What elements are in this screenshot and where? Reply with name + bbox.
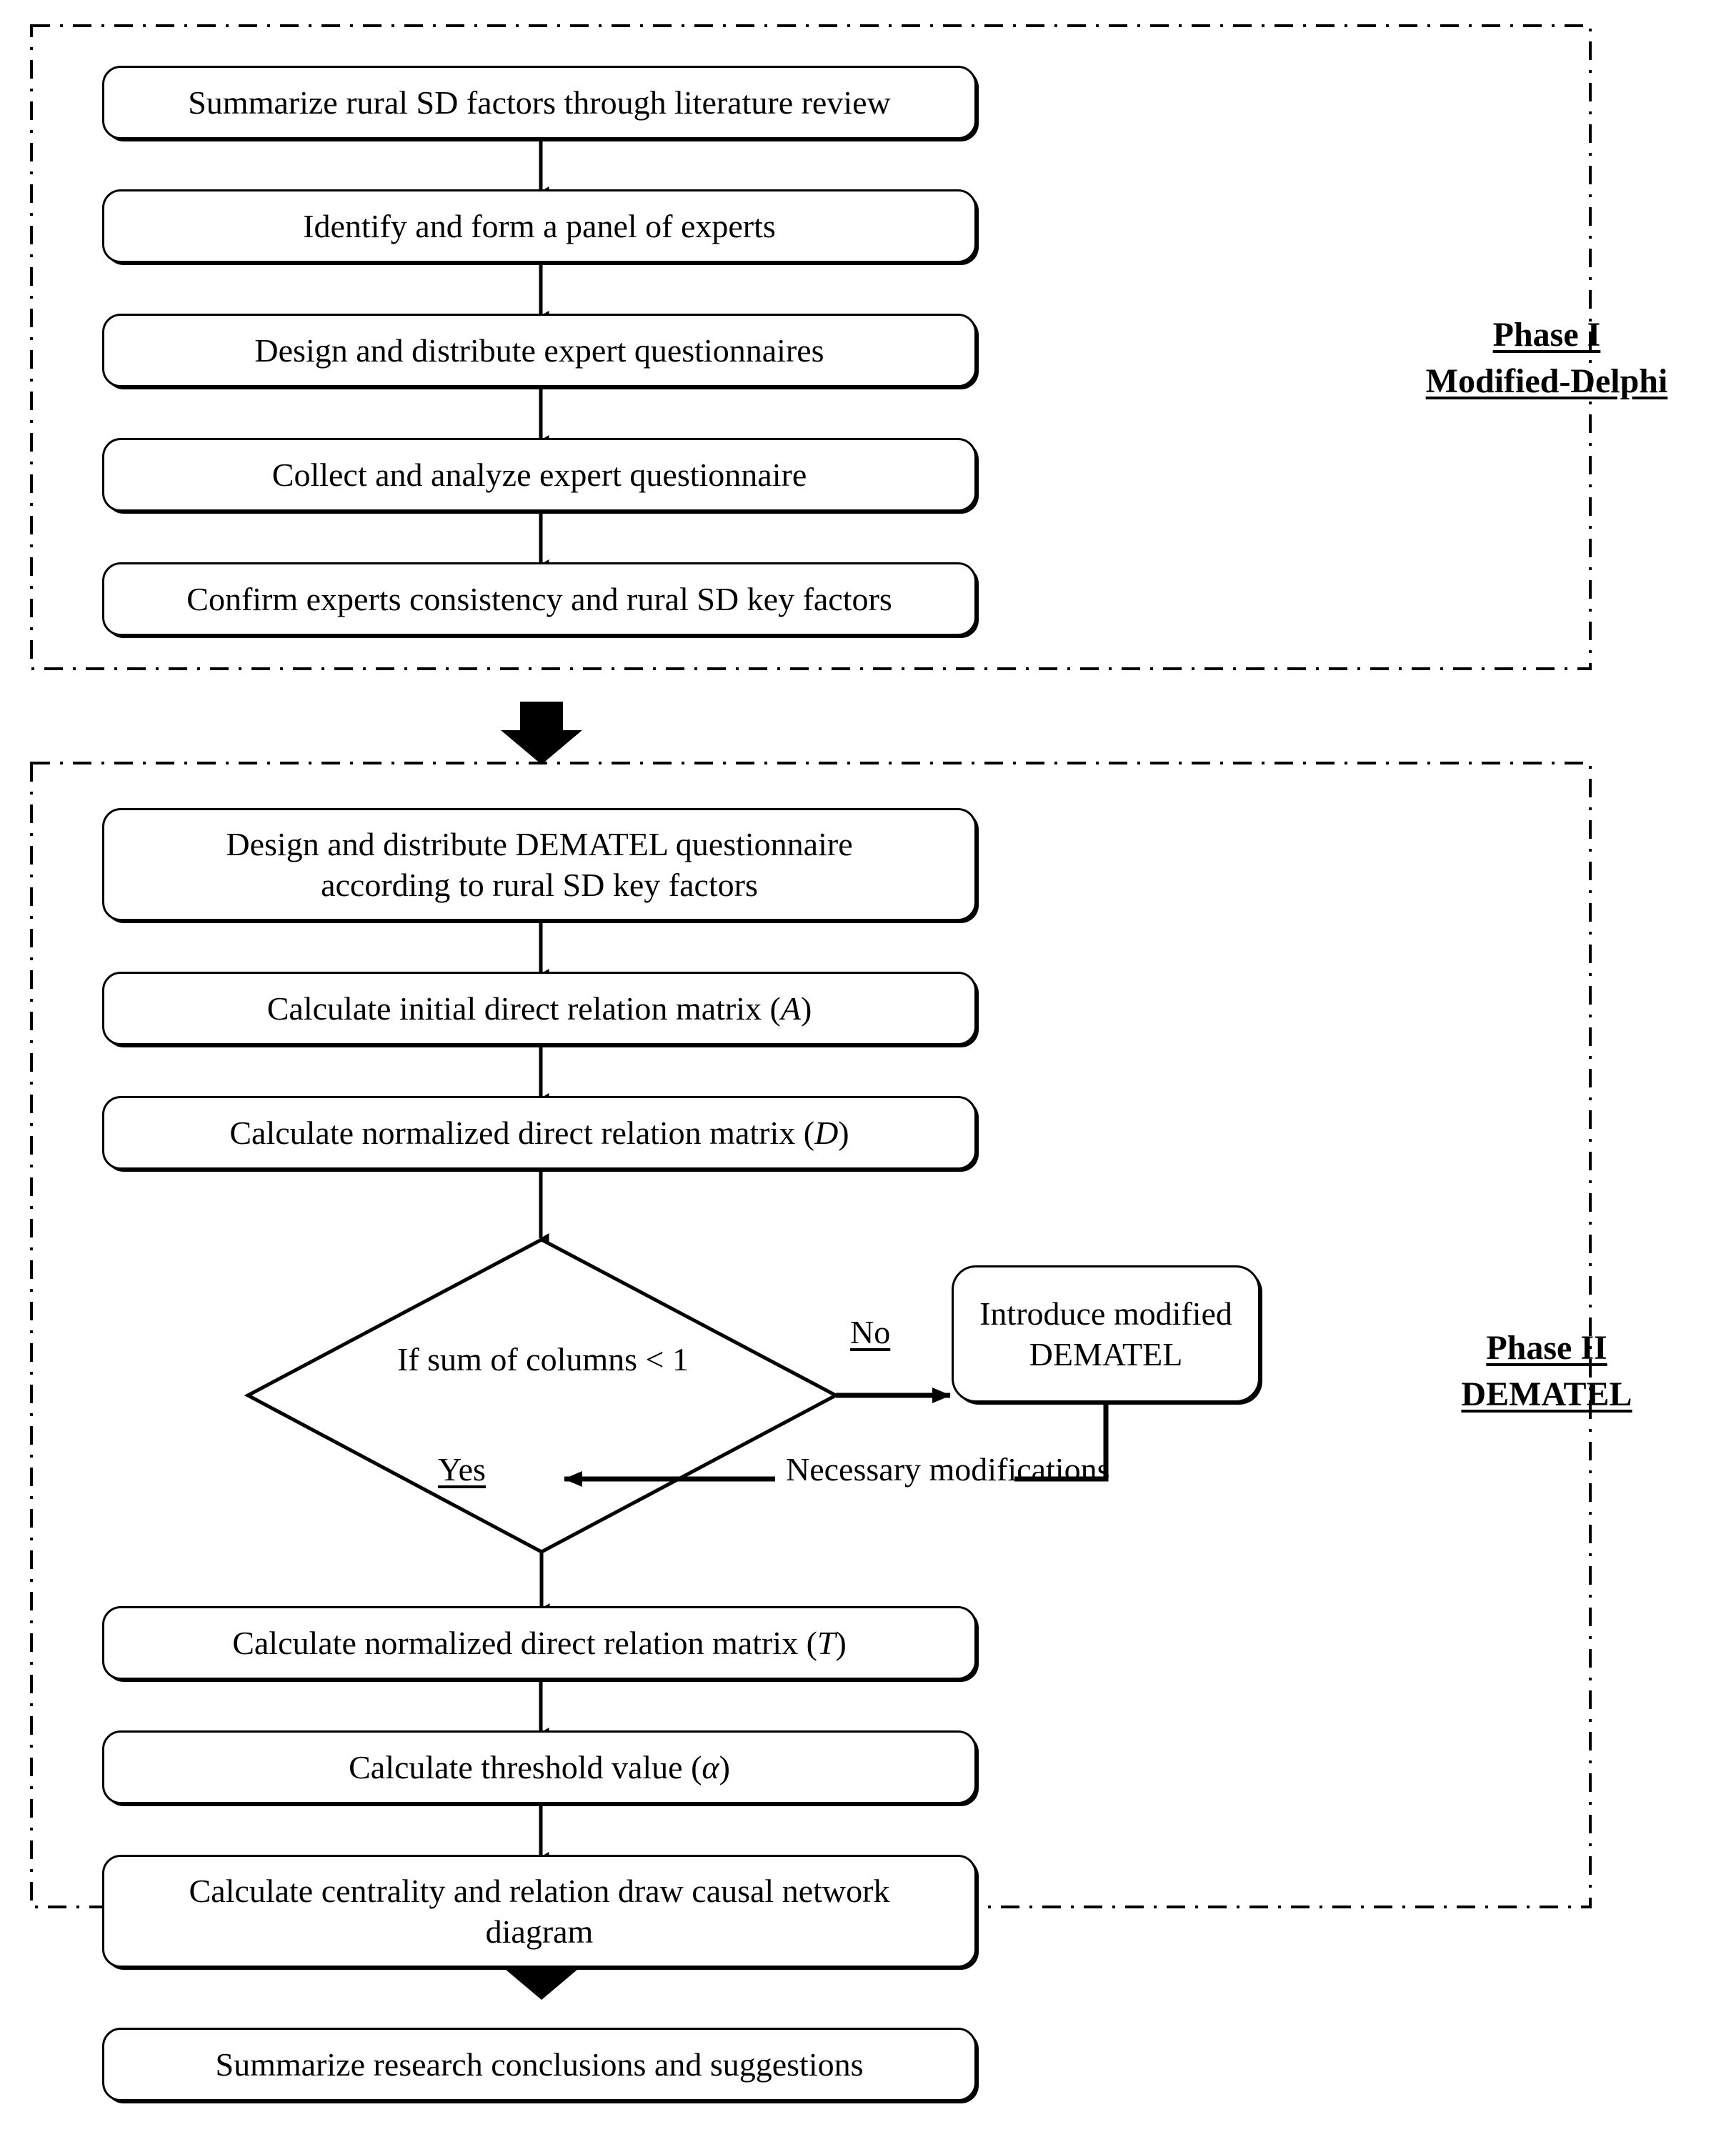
phase-2-label-line1: Phase II bbox=[1486, 1329, 1607, 1367]
node-label: Calculate normalized direct relation mat… bbox=[229, 1112, 849, 1153]
node-label: Design and distribute DEMATEL questionna… bbox=[226, 825, 853, 903]
node-calculate-threshold-value[interactable]: Calculate threshold value (α) bbox=[102, 1730, 977, 1804]
node-label-prefix: Calculate initial direct relation matrix… bbox=[266, 990, 781, 1027]
edge-label-necessary-modifications: Necessary modifications bbox=[786, 1451, 1110, 1488]
phase-2-label-line2: DEMATEL bbox=[1461, 1375, 1632, 1413]
node-summarize-rural-sd-factors[interactable]: Summarize rural SD factors through liter… bbox=[102, 66, 977, 139]
node-label-prefix: Calculate normalized direct relation mat… bbox=[229, 1114, 815, 1151]
node-label-suffix: ) bbox=[835, 1624, 847, 1661]
node-collect-analyze-expert-questionnaire[interactable]: Collect and analyze expert questionnaire bbox=[102, 438, 977, 512]
node-label-prefix: Calculate threshold value ( bbox=[349, 1748, 702, 1785]
node-label: Confirm experts consistency and rural SD… bbox=[186, 580, 892, 617]
node-label: Calculate initial direct relation matrix… bbox=[267, 988, 812, 1029]
node-summarize-research-conclusions[interactable]: Summarize research conclusions and sugge… bbox=[102, 2028, 977, 2101]
node-label-suffix: ) bbox=[838, 1114, 849, 1151]
matrix-symbol: D bbox=[814, 1114, 839, 1151]
node-calculate-centrality-relation[interactable]: Calculate centrality and relation draw c… bbox=[102, 1855, 977, 1968]
node-design-distribute-dematel-questionnaire[interactable]: Design and distribute DEMATEL questionna… bbox=[102, 808, 977, 921]
node-label: Identify and form a panel of experts bbox=[303, 207, 776, 244]
edge-label-no: No bbox=[850, 1314, 891, 1350]
node-label: Calculate threshold value (α) bbox=[349, 1747, 730, 1788]
node-label: Design and distribute expert questionnai… bbox=[254, 332, 824, 369]
phase-1-container bbox=[30, 24, 1592, 670]
phase-1-label: Phase I Modified-Delphi bbox=[1357, 312, 1736, 405]
threshold-symbol: α bbox=[702, 1748, 719, 1785]
decision-diamond bbox=[244, 1237, 840, 1554]
phase-1-label-line1: Phase I bbox=[1492, 316, 1601, 354]
node-confirm-experts-consistency[interactable]: Confirm experts consistency and rural SD… bbox=[102, 562, 977, 636]
node-label-suffix: ) bbox=[800, 990, 812, 1027]
edge-label-yes: Yes bbox=[438, 1451, 486, 1488]
matrix-symbol: A bbox=[780, 990, 801, 1027]
phase-1-label-line2: Modified-Delphi bbox=[1425, 362, 1668, 400]
node-label: Calculate normalized direct relation mat… bbox=[232, 1623, 847, 1663]
node-label: Collect and analyze expert questionnaire bbox=[271, 456, 807, 493]
node-label: Summarize research conclusions and sugge… bbox=[215, 2046, 864, 2083]
node-introduce-modified-dematel[interactable]: Introduce modified DEMATEL bbox=[952, 1265, 1260, 1403]
node-calculate-normalized-direct-relation-matrix-t[interactable]: Calculate normalized direct relation mat… bbox=[102, 1606, 977, 1680]
node-design-distribute-expert-questionnaires[interactable]: Design and distribute expert questionnai… bbox=[102, 314, 977, 387]
node-label: Summarize rural SD factors through liter… bbox=[188, 84, 891, 121]
node-identify-panel-of-experts[interactable]: Identify and form a panel of experts bbox=[102, 189, 977, 263]
phase-transition-arrow-1 bbox=[501, 702, 582, 764]
node-calculate-initial-direct-relation-matrix-a[interactable]: Calculate initial direct relation matrix… bbox=[102, 972, 977, 1045]
node-calculate-normalized-direct-relation-matrix-d[interactable]: Calculate normalized direct relation mat… bbox=[102, 1096, 977, 1170]
node-label: Introduce modified DEMATEL bbox=[979, 1295, 1232, 1373]
node-label-prefix: Calculate normalized direct relation mat… bbox=[232, 1624, 817, 1661]
node-label-suffix: ) bbox=[719, 1748, 730, 1785]
node-label: Calculate centrality and relation draw c… bbox=[189, 1872, 890, 1950]
matrix-symbol: T bbox=[817, 1624, 836, 1661]
phase-2-label: Phase II DEMATEL bbox=[1357, 1325, 1736, 1418]
connector-feedback bbox=[1014, 1404, 1109, 1482]
